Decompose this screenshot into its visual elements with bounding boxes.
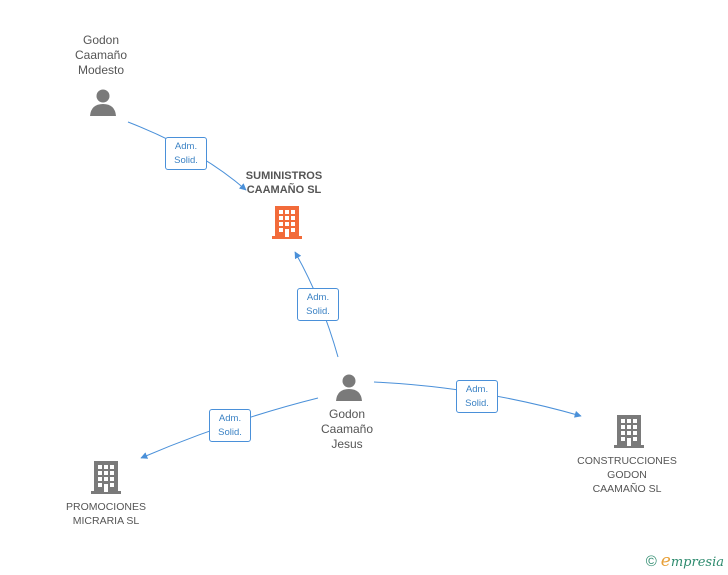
relation-role-type: Solid. [465,398,489,409]
person-icon[interactable] [334,372,364,402]
building-icon[interactable] [613,414,645,448]
person-label-modesto: Godon Caamaño Modesto [74,33,128,77]
copyright-symbol: © [645,552,657,570]
relation-role: Adm. [218,413,242,424]
brand-watermark: © empresia [646,551,724,571]
relation-badge-jesus-suministros[interactable]: Adm. Solid. [297,288,339,321]
relation-role-type: Solid. [174,155,198,166]
company-label-suministros: SUMINISTROS CAAMAÑO SL [245,170,323,196]
brand-initial: e [660,551,671,571]
person-icon[interactable] [88,87,118,117]
relation-badge-jesus-promociones[interactable]: Adm. Solid. [209,409,251,442]
brand-name: mpresia [670,555,724,570]
relation-role: Adm. [174,141,198,152]
building-icon[interactable] [90,460,122,494]
relation-badge-modesto-suministros[interactable]: Adm. Solid. [165,137,207,170]
relation-role: Adm. [306,292,330,303]
company-label-promociones: PROMOCIONES MICRARIA SL [66,501,146,527]
relation-role: Adm. [465,384,489,395]
building-icon[interactable] [271,205,303,239]
relation-role-type: Solid. [218,427,242,438]
company-label-construcciones: CONSTRUCCIONES GODON CAAMAÑO SL [577,455,677,495]
brand-logo: empresia [661,551,724,571]
relation-badge-jesus-construcciones[interactable]: Adm. Solid. [456,380,498,413]
relation-role-type: Solid. [306,306,330,317]
person-label-jesus: Godon Caamaño Jesus [320,407,374,451]
